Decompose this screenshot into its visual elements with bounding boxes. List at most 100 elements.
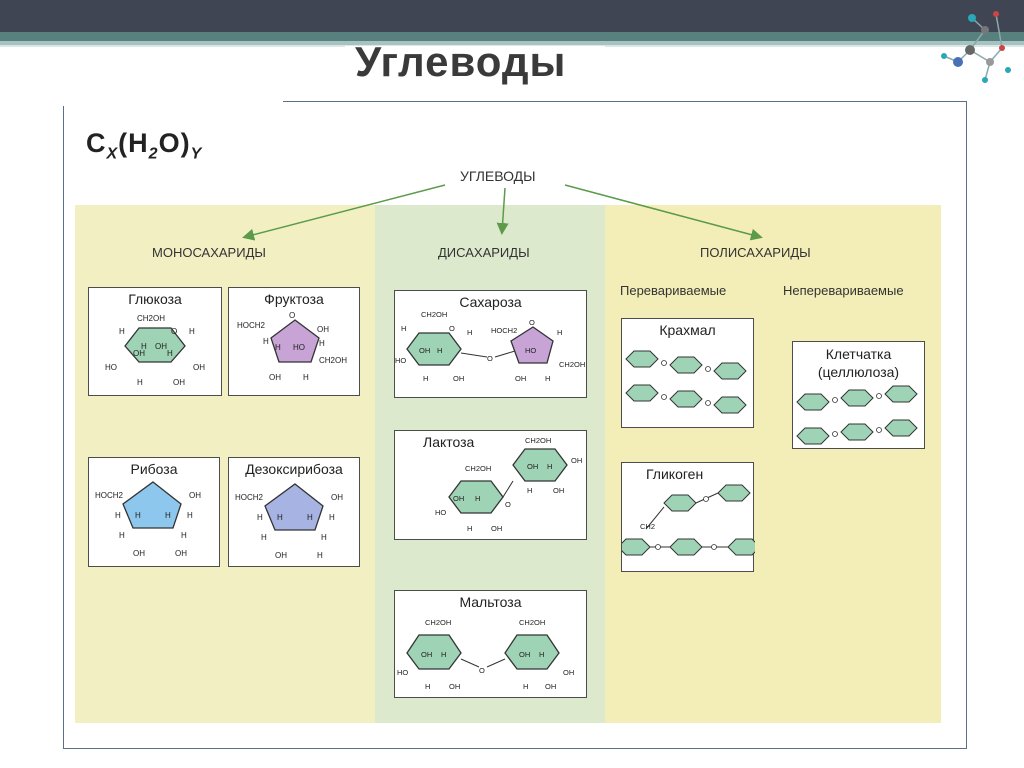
arrow-to-di — [496, 187, 509, 235]
category-poly: ПОЛИСАХАРИДЫ — [700, 245, 811, 260]
general-formula: CX(H2O)Y — [86, 128, 203, 163]
svg-text:OH: OH — [155, 342, 167, 351]
deoxyribose-label: Дезоксирибоза — [245, 461, 343, 477]
molecule-logo-icon — [941, 11, 1011, 83]
svg-text:OH: OH — [133, 549, 145, 558]
fructose-card: Фруктоза HOCH2 OH O H HO H H CH2OH OH H — [228, 287, 360, 396]
svg-text:HO: HO — [435, 508, 446, 517]
ribose-structure: HOCH2 OH H H H H H H OH OH — [95, 481, 201, 558]
fructose-label: Фруктоза — [264, 291, 324, 307]
svg-text:O: O — [449, 324, 455, 333]
svg-text:H: H — [437, 346, 442, 355]
svg-text:CH2OH: CH2OH — [137, 314, 165, 323]
category-mono: МОНОСАХАРИДЫ — [152, 245, 266, 260]
top-bar — [0, 0, 1024, 32]
lactose-structure: CH2OH CH2OH OH H HO H OH O OH H OH H OH — [435, 436, 582, 533]
svg-text:HOCH2: HOCH2 — [237, 321, 266, 330]
svg-text:H: H — [539, 650, 544, 659]
deoxyribose-structure: HOCH2 OH H H H H H H OH H — [235, 483, 343, 560]
svg-text:H: H — [467, 524, 472, 533]
svg-text:OH: OH — [449, 682, 460, 691]
svg-text:H: H — [547, 462, 552, 471]
glucose-card: Глюкоза CH2OH O H H OH H H OH HO OH H OH — [88, 287, 222, 396]
svg-text:OH: OH — [515, 374, 526, 383]
arrow-to-mono — [242, 184, 446, 241]
svg-text:OH: OH — [563, 668, 574, 677]
svg-text:HO: HO — [395, 356, 406, 365]
header-band — [0, 32, 1024, 41]
svg-text:H: H — [189, 327, 195, 336]
maltose-card: Мальтоза CH2OH CH2OH OH H OH H HO OH H O… — [394, 590, 587, 698]
svg-text:H: H — [317, 551, 323, 560]
svg-text:H: H — [275, 343, 281, 352]
fructose-structure: HOCH2 OH O H HO H H CH2OH OH H — [237, 311, 347, 382]
ribose-label: Рибоза — [130, 461, 178, 477]
ribose-card: Рибоза HOCH2 OH H H H H H H OH OH — [88, 457, 220, 567]
arrow-to-poly — [564, 184, 763, 241]
svg-text:H: H — [441, 650, 446, 659]
glucose-structure: CH2OH O H H OH H H OH HO OH H OH — [105, 314, 205, 387]
svg-text:OH: OH — [553, 486, 564, 495]
lactose-label: Лактоза — [423, 434, 475, 450]
svg-text:HO: HO — [525, 346, 536, 355]
svg-text:OH: OH — [193, 363, 205, 372]
svg-text:CH2OH: CH2OH — [559, 360, 585, 369]
svg-text:OH: OH — [491, 524, 502, 533]
maltose-structure: CH2OH CH2OH OH H OH H HO OH H OH H OH O — [397, 618, 574, 691]
svg-text:H: H — [527, 486, 532, 495]
subcategory-digestible: Перевариваемые — [620, 283, 727, 298]
svg-text:OH: OH — [527, 462, 538, 471]
svg-text:H: H — [137, 378, 143, 387]
svg-text:H: H — [165, 511, 171, 520]
svg-text:H: H — [167, 349, 173, 358]
sucrose-label: Сахароза — [459, 294, 522, 310]
svg-text:H: H — [321, 533, 327, 542]
svg-text:CH2OH: CH2OH — [319, 356, 347, 365]
svg-text:OH: OH — [275, 551, 287, 560]
svg-text:OH: OH — [189, 491, 201, 500]
svg-text:O: O — [171, 327, 177, 336]
maltose-label: Мальтоза — [459, 594, 522, 610]
svg-text:H: H — [187, 511, 193, 520]
svg-text:HO: HO — [397, 668, 408, 677]
svg-text:O: O — [529, 318, 535, 327]
cellulose-chain — [796, 385, 918, 445]
svg-text:H: H — [263, 337, 269, 346]
svg-text:H: H — [425, 682, 430, 691]
cellulose-card: Клетчатка(целлюлоза) — [792, 341, 925, 449]
deoxyribose-card: Дезоксирибоза HOCH2 OH H H H H H H OH H — [228, 457, 360, 567]
svg-text:H: H — [467, 328, 472, 337]
svg-text:OH: OH — [453, 494, 464, 503]
svg-text:H: H — [545, 374, 550, 383]
svg-text:CH2OH: CH2OH — [425, 618, 451, 627]
frame-gap — [63, 96, 283, 106]
header-band-light — [0, 41, 1024, 45]
svg-text:HO: HO — [293, 343, 305, 352]
svg-text:HOCH2: HOCH2 — [235, 493, 264, 502]
svg-text:O: O — [487, 354, 493, 363]
svg-text:H: H — [115, 511, 121, 520]
starch-label: Крахмал — [659, 322, 716, 338]
svg-text:OH: OH — [421, 650, 432, 659]
category-di: ДИСАХАРИДЫ — [438, 245, 530, 260]
svg-text:OH: OH — [519, 650, 530, 659]
svg-text:H: H — [261, 533, 267, 542]
svg-text:O: O — [505, 500, 511, 509]
glucose-label: Глюкоза — [128, 291, 182, 307]
svg-text:OH: OH — [545, 682, 556, 691]
svg-text:OH: OH — [453, 374, 464, 383]
svg-text:H: H — [557, 328, 562, 337]
svg-text:OH: OH — [419, 346, 430, 355]
svg-text:O: O — [479, 666, 485, 675]
svg-text:OH: OH — [133, 349, 145, 358]
sucrose-card: Сахароза CH2OH O H H OH H HO H OH O HOCH… — [394, 290, 587, 398]
lactose-card: Лактоза CH2OH CH2OH OH H HO H OH O OH H … — [394, 430, 587, 540]
svg-text:OH: OH — [317, 325, 329, 334]
cellulose-label: Клетчатка(целлюлоза) — [817, 346, 900, 380]
sucrose-structure: CH2OH O H H OH H HO H OH O HOCH2 O HO H … — [395, 310, 585, 383]
svg-text:H: H — [257, 513, 263, 522]
svg-text:CH2OH: CH2OH — [465, 464, 491, 473]
svg-text:H: H — [423, 374, 428, 383]
slide-title: Углеводы — [355, 38, 567, 85]
